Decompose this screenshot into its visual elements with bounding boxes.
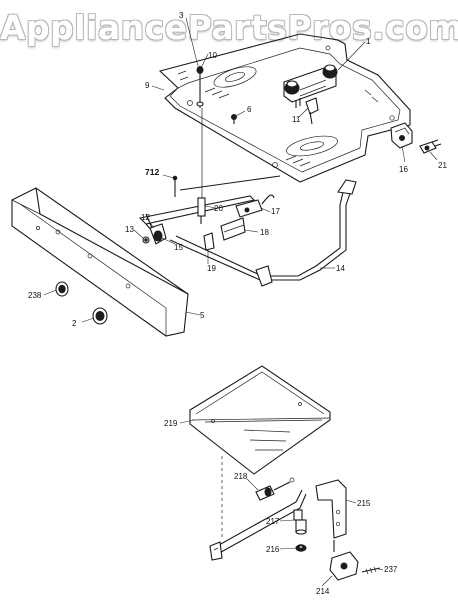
fitting-217 [293, 509, 307, 535]
callout-12: 12 [141, 213, 150, 222]
callout-21: 21 [438, 161, 447, 170]
callout-9: 9 [145, 81, 150, 90]
callout-214: 214 [316, 587, 330, 596]
screw-237 [361, 566, 381, 575]
callout-217: 217 [266, 517, 280, 526]
callout-14: 14 [336, 264, 345, 273]
screw-712 [172, 175, 178, 197]
callout-218: 218 [234, 472, 248, 481]
callout-237: 237 [384, 565, 398, 574]
igniter-218 [255, 477, 295, 501]
callout-15: 15 [174, 243, 183, 252]
tube-20 [197, 197, 206, 224]
callout-19: 19 [207, 264, 216, 273]
bracket-18 [220, 217, 246, 241]
screw-6 [231, 114, 237, 124]
callout-712: 712 [145, 167, 159, 177]
callout-216: 216 [266, 545, 280, 554]
callout-11: 11 [292, 115, 301, 124]
nut-216 [295, 544, 307, 552]
screw-shaft [196, 66, 204, 200]
oven-burner-tube [209, 489, 307, 561]
nozzle-13 [142, 236, 150, 244]
clip-19 [203, 232, 215, 251]
callout-219: 219 [164, 419, 178, 428]
callout-2: 2 [72, 319, 77, 328]
callout-10: 10 [208, 51, 217, 60]
leader-lines [43, 17, 438, 587]
igniter-switch-16 [390, 122, 413, 149]
callout-5: 5 [200, 311, 205, 320]
callout-238: 238 [28, 291, 42, 300]
callout-13: 13 [125, 225, 134, 234]
callout-18: 18 [260, 228, 269, 237]
gas-tube-14 [169, 179, 357, 287]
callout-3: 3 [179, 11, 184, 20]
control-panel-5 [11, 187, 189, 337]
callout-20: 20 [214, 204, 223, 213]
valve-15 [145, 213, 167, 245]
burner-valve-assembly [283, 64, 338, 108]
callout-6: 6 [247, 105, 252, 114]
callout-labels: 3 10 9 6 11 1 16 21 712 20 17 12 13 15 1… [28, 11, 447, 596]
bracket-215 [315, 479, 347, 539]
burner-base-pan [158, 33, 411, 183]
callout-1: 1 [366, 37, 371, 46]
callout-16: 16 [399, 165, 408, 174]
burner-shield-219 [189, 365, 331, 475]
terminal-21 [419, 139, 442, 154]
igniter-17 [235, 194, 275, 218]
callout-215: 215 [357, 499, 371, 508]
bezel-2 [92, 307, 108, 325]
bracket-11 [305, 97, 319, 125]
callout-17: 17 [271, 207, 280, 216]
bezel-238 [55, 281, 69, 297]
valve-214 [329, 540, 359, 581]
